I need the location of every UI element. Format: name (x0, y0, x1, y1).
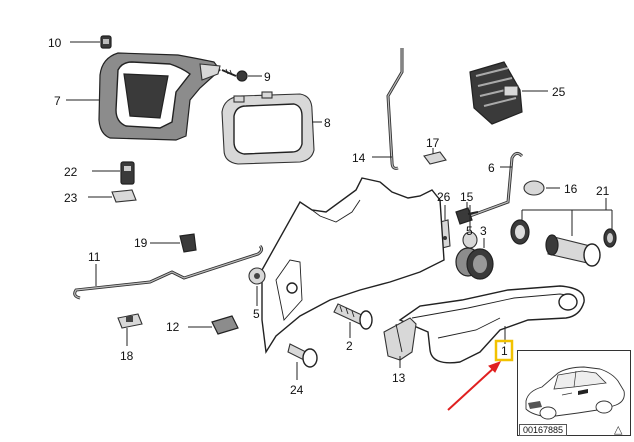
callout-13: 13 (392, 371, 406, 385)
part-5-nut (248, 267, 266, 285)
callout-18: 18 (120, 349, 134, 363)
car-thumbnail-inset[interactable] (517, 350, 631, 436)
part-9-screw (221, 68, 248, 82)
part-22-clip (120, 161, 135, 185)
part-1-door-handle (398, 285, 585, 364)
callout-7: 7 (54, 94, 61, 108)
callout-10: 10 (48, 36, 62, 50)
part-6-rod (469, 151, 524, 218)
callout-19: 19 (134, 236, 148, 250)
door-inner-panel (261, 177, 445, 355)
callout-9: 9 (264, 70, 271, 84)
part-13-carrier (383, 317, 417, 361)
callout-23: 23 (64, 191, 78, 205)
part-24-pin (287, 343, 318, 368)
callout-21: 21 (596, 184, 610, 198)
up-triangle-icon[interactable]: △ (614, 423, 623, 436)
callout-14: 14 (352, 151, 366, 165)
part-23-clip (111, 189, 137, 203)
highlight-box (494, 339, 514, 362)
part-12-clip (211, 315, 239, 335)
part-17-clip (423, 151, 447, 165)
part-10-clip (100, 35, 112, 49)
part-16-grommet (523, 180, 545, 196)
callout-12: 12 (166, 320, 180, 334)
callout-25: 25 (552, 85, 566, 99)
callout-5-upper: 5 (466, 224, 473, 238)
callout-3: 3 (480, 224, 487, 238)
callout-15: 15 (460, 190, 474, 204)
callout-26: 26 (437, 190, 451, 204)
part-7-handle-bezel (98, 52, 221, 141)
part-15-switch (455, 207, 479, 225)
part-11-linkage-rod (73, 244, 264, 300)
callout-8: 8 (324, 116, 331, 130)
callout-6: 6 (488, 161, 495, 175)
callout-1: 1 (501, 344, 508, 358)
callout-17: 17 (426, 136, 440, 150)
callout-11: 11 (88, 250, 101, 264)
catalog-number: 00167885 (519, 424, 568, 436)
pointer-arrow (447, 361, 502, 411)
callout-16: 16 (564, 182, 578, 196)
part-25-actuator (469, 61, 523, 125)
callout-2: 2 (346, 339, 353, 353)
part-3-grommet (455, 247, 494, 280)
part-19-clip (179, 233, 197, 253)
car-thumbnail-icon (525, 366, 625, 420)
part-14-rod (386, 48, 404, 170)
callout-24: 24 (290, 383, 304, 397)
part-8-bezel-frame (221, 91, 315, 165)
part-21-lock-cylinder (510, 219, 617, 267)
part-2-bolt (333, 303, 373, 330)
callout-22: 22 (64, 165, 78, 179)
part-18-clip (117, 313, 143, 329)
callout-5: 5 (253, 307, 260, 321)
